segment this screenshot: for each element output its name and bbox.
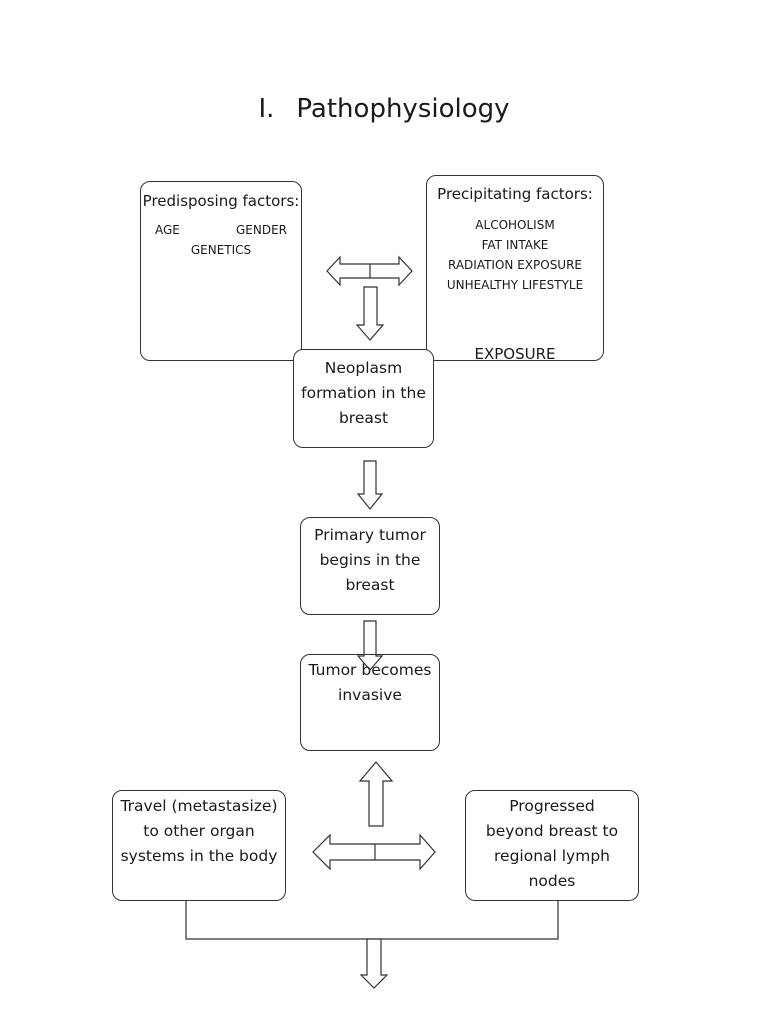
- progressed-box: Progressed beyond breast to regional lym…: [465, 790, 639, 901]
- down-arrow-3: [356, 620, 384, 671]
- factor-age: AGE: [155, 223, 180, 237]
- metastasize-text: Travel (metastasize) to other organ syst…: [120, 797, 278, 865]
- double-arrow-bottom: [312, 833, 436, 871]
- overflow-text: EXPOSURE: [474, 345, 556, 361]
- factor-unhealthy-lifestyle: UNHEALTHY LIFESTYLE: [446, 278, 584, 292]
- predisposing-row-1: AGE GENDER: [141, 220, 301, 240]
- down-arrow-1: [355, 286, 385, 341]
- neoplasm-box: Neoplasm formation in the breast: [293, 349, 434, 448]
- neoplasm-text: Neoplasm formation in the breast: [301, 359, 426, 427]
- page-title: I. Pathophysiology: [0, 94, 768, 124]
- factor-radiation-exposure: RADIATION EXPOSURE: [447, 258, 583, 272]
- primary-tumor-box: Primary tumor begins in the breast: [300, 517, 440, 615]
- factor-fat-intake: FAT INTAKE: [481, 238, 549, 252]
- bottom-connector: [185, 901, 559, 940]
- title-text: Pathophysiology: [296, 94, 510, 124]
- precipitating-list: ALCOHOLISM FAT INTAKE RADIATION EXPOSURE…: [427, 215, 603, 295]
- factor-gender: GENDER: [235, 223, 287, 237]
- title-numeral: I.: [258, 94, 275, 124]
- down-arrow-2: [356, 460, 384, 510]
- invasive-text: Tumor becomes invasive: [308, 661, 432, 704]
- primary-tumor-text: Primary tumor begins in the breast: [314, 526, 426, 594]
- precipitating-factors-box: Precipitating factors: ALCOHOLISM FAT IN…: [426, 175, 604, 361]
- progressed-text: Progressed beyond breast to regional lym…: [485, 797, 619, 890]
- predisposing-factors-box: Predisposing factors: AGE GENDER GENETIC…: [140, 181, 302, 361]
- factor-alcoholism: ALCOHOLISM: [475, 218, 555, 232]
- invasive-box: Tumor becomes invasive: [300, 654, 440, 751]
- predisposing-heading: Predisposing factors:: [142, 192, 300, 210]
- down-arrow-4: [359, 938, 389, 989]
- up-arrow: [358, 761, 394, 827]
- metastasize-box: Travel (metastasize) to other organ syst…: [112, 790, 286, 901]
- factor-genetics: GENETICS: [190, 243, 252, 257]
- precipitating-heading: Precipitating factors:: [437, 185, 593, 203]
